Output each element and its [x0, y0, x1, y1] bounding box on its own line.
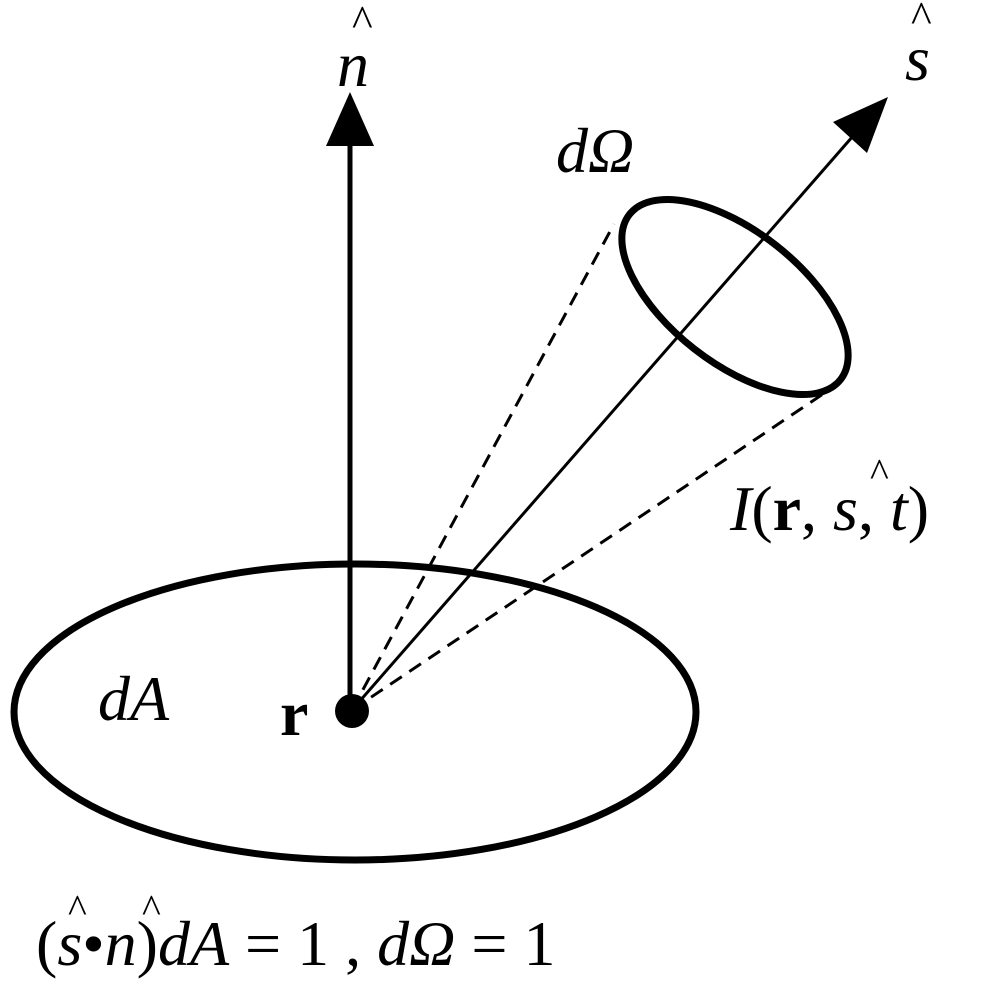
solid-angle-ellipse	[618, 195, 852, 399]
area-label: dA	[98, 663, 170, 734]
intensity-close: )	[908, 473, 929, 544]
normal-arrowhead	[326, 92, 374, 146]
direction-label-hat: ^	[911, 0, 932, 42]
direction-label-s: s	[905, 23, 930, 94]
intensity-r: r	[773, 473, 801, 544]
normalization-equation: (s•n)dA = 1 , dΩ = 1 ^ ^	[36, 886, 556, 979]
eq-s: s	[57, 908, 82, 979]
normal-label-hat: ^	[352, 0, 373, 46]
normal-label: n ^	[337, 0, 373, 100]
eq-s-hat: ^	[68, 886, 87, 931]
eq-eq1: = 1 ,	[229, 908, 377, 979]
intensity-t: t	[890, 473, 910, 544]
cone-edge-lower	[351, 390, 827, 712]
eq-eq2: = 1	[455, 908, 555, 979]
intensity-label-text: I(r, s, t)	[729, 473, 929, 544]
intensity-sep2: ,	[858, 473, 890, 544]
eq-dot: •	[82, 908, 104, 979]
intensity-label: I(r, s, t) ^	[729, 450, 929, 544]
solid-angle-label: dΩ	[556, 115, 634, 186]
eq-dOmega: dΩ	[377, 908, 455, 979]
intensity-I: I	[729, 473, 754, 544]
eq-open: (	[36, 908, 57, 979]
direction-label: s ^	[905, 0, 932, 94]
position-point	[335, 694, 369, 728]
eq-n-hat: ^	[142, 886, 161, 931]
eq-dA: dA	[158, 908, 230, 979]
direction-vector-line	[350, 127, 862, 711]
normal-label-n: n	[337, 29, 369, 100]
intensity-s-hat: ^	[870, 450, 889, 495]
eq-n: n	[105, 908, 137, 979]
intensity-sep1: ,	[801, 473, 833, 544]
intensity-open: (	[751, 473, 772, 544]
eq-close: )	[137, 908, 158, 979]
equation-text: (s•n)dA = 1 , dΩ = 1	[36, 908, 556, 979]
surface-element-ellipse	[10, 560, 700, 864]
solid-angle-label-text: dΩ	[556, 115, 634, 186]
intensity-s: s	[833, 473, 858, 544]
position-label: r	[280, 678, 308, 749]
cone-edge-upper	[350, 223, 616, 711]
direction-arrowhead	[833, 97, 888, 153]
